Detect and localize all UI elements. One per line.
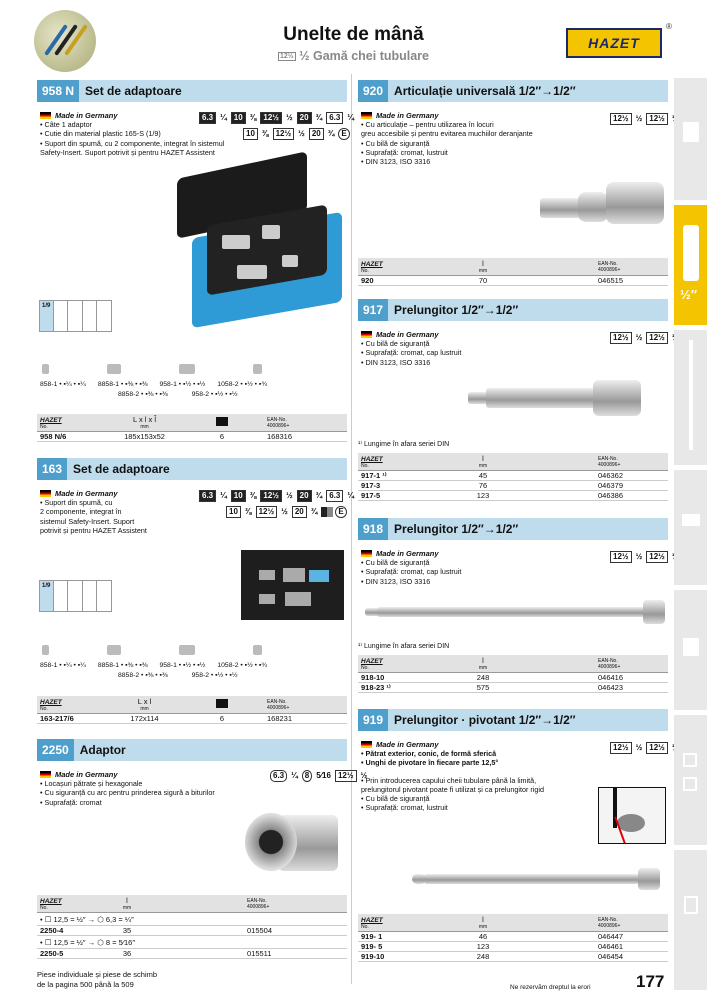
footer-note: Piese individuale și piese de schimb de … <box>37 970 158 989</box>
page-number: 177 <box>636 972 665 991</box>
extension-919-photo <box>412 868 660 890</box>
category-logo <box>34 10 96 72</box>
german-flag-icon <box>361 331 372 338</box>
footer-disclaimer: Ne rezervăm dreptul la erori <box>510 984 591 991</box>
side-tab-hand-tools[interactable] <box>674 78 707 200</box>
foam-insert-photo <box>241 550 344 620</box>
extension-917-photo <box>468 378 648 418</box>
side-tab-sockets-half-inch[interactable]: ½″ <box>674 205 707 325</box>
adapter-icons <box>42 645 262 655</box>
section-958n-text: Made in Germany • Câte 1 adaptor • Cutie… <box>40 111 225 157</box>
column-divider <box>351 74 352 984</box>
side-tab-extensions[interactable] <box>674 330 707 465</box>
extension-918-photo <box>365 600 665 624</box>
page-subtitle: 12½ ½ Gamă chei tubulare <box>277 49 430 63</box>
section-920-text: Made in Germany • Cu articulație – pentr… <box>361 111 533 167</box>
german-flag-icon <box>361 550 372 557</box>
section-919-text: Made in Germany • Pătrat exterior, conic… <box>361 740 544 813</box>
adaptor-photo <box>233 805 343 875</box>
section-2250-text: Made in Germany • Locașuri pătrate și he… <box>40 770 215 807</box>
pivot-angle-diagram <box>598 787 666 844</box>
registered-mark: ® <box>666 22 672 31</box>
adapter-icons <box>42 364 262 374</box>
section-163-text: Made in Germany • Suport din spumă, cu 2… <box>40 489 147 535</box>
page-title: Unelte de mână <box>283 24 424 45</box>
german-flag-icon <box>40 771 51 778</box>
side-tab-info[interactable] <box>674 850 707 990</box>
insert-grid: 1/9 <box>39 580 112 612</box>
case-photo <box>172 151 342 330</box>
side-tab-workshop[interactable] <box>674 590 707 710</box>
german-flag-icon <box>361 741 372 748</box>
side-tab-sets[interactable] <box>674 715 707 845</box>
hazet-logo: HAZET <box>566 28 662 58</box>
section-918-text: Made in Germany • Cu bilă de siguranță •… <box>361 549 462 586</box>
din-note: ¹⁾ Lungime în afara seriei DIN <box>358 441 450 448</box>
german-flag-icon <box>361 112 372 119</box>
german-flag-icon <box>40 112 51 119</box>
german-flag-icon <box>40 490 51 497</box>
universal-joint-photo <box>540 182 665 228</box>
din-note: ¹⁾ Lungime în afara seriei DIN <box>358 643 450 650</box>
side-tab-power-tools[interactable] <box>674 470 707 585</box>
section-917-text: Made in Germany • Cu bilă de siguranță •… <box>361 330 462 367</box>
insert-grid: 1/9 <box>39 300 112 332</box>
